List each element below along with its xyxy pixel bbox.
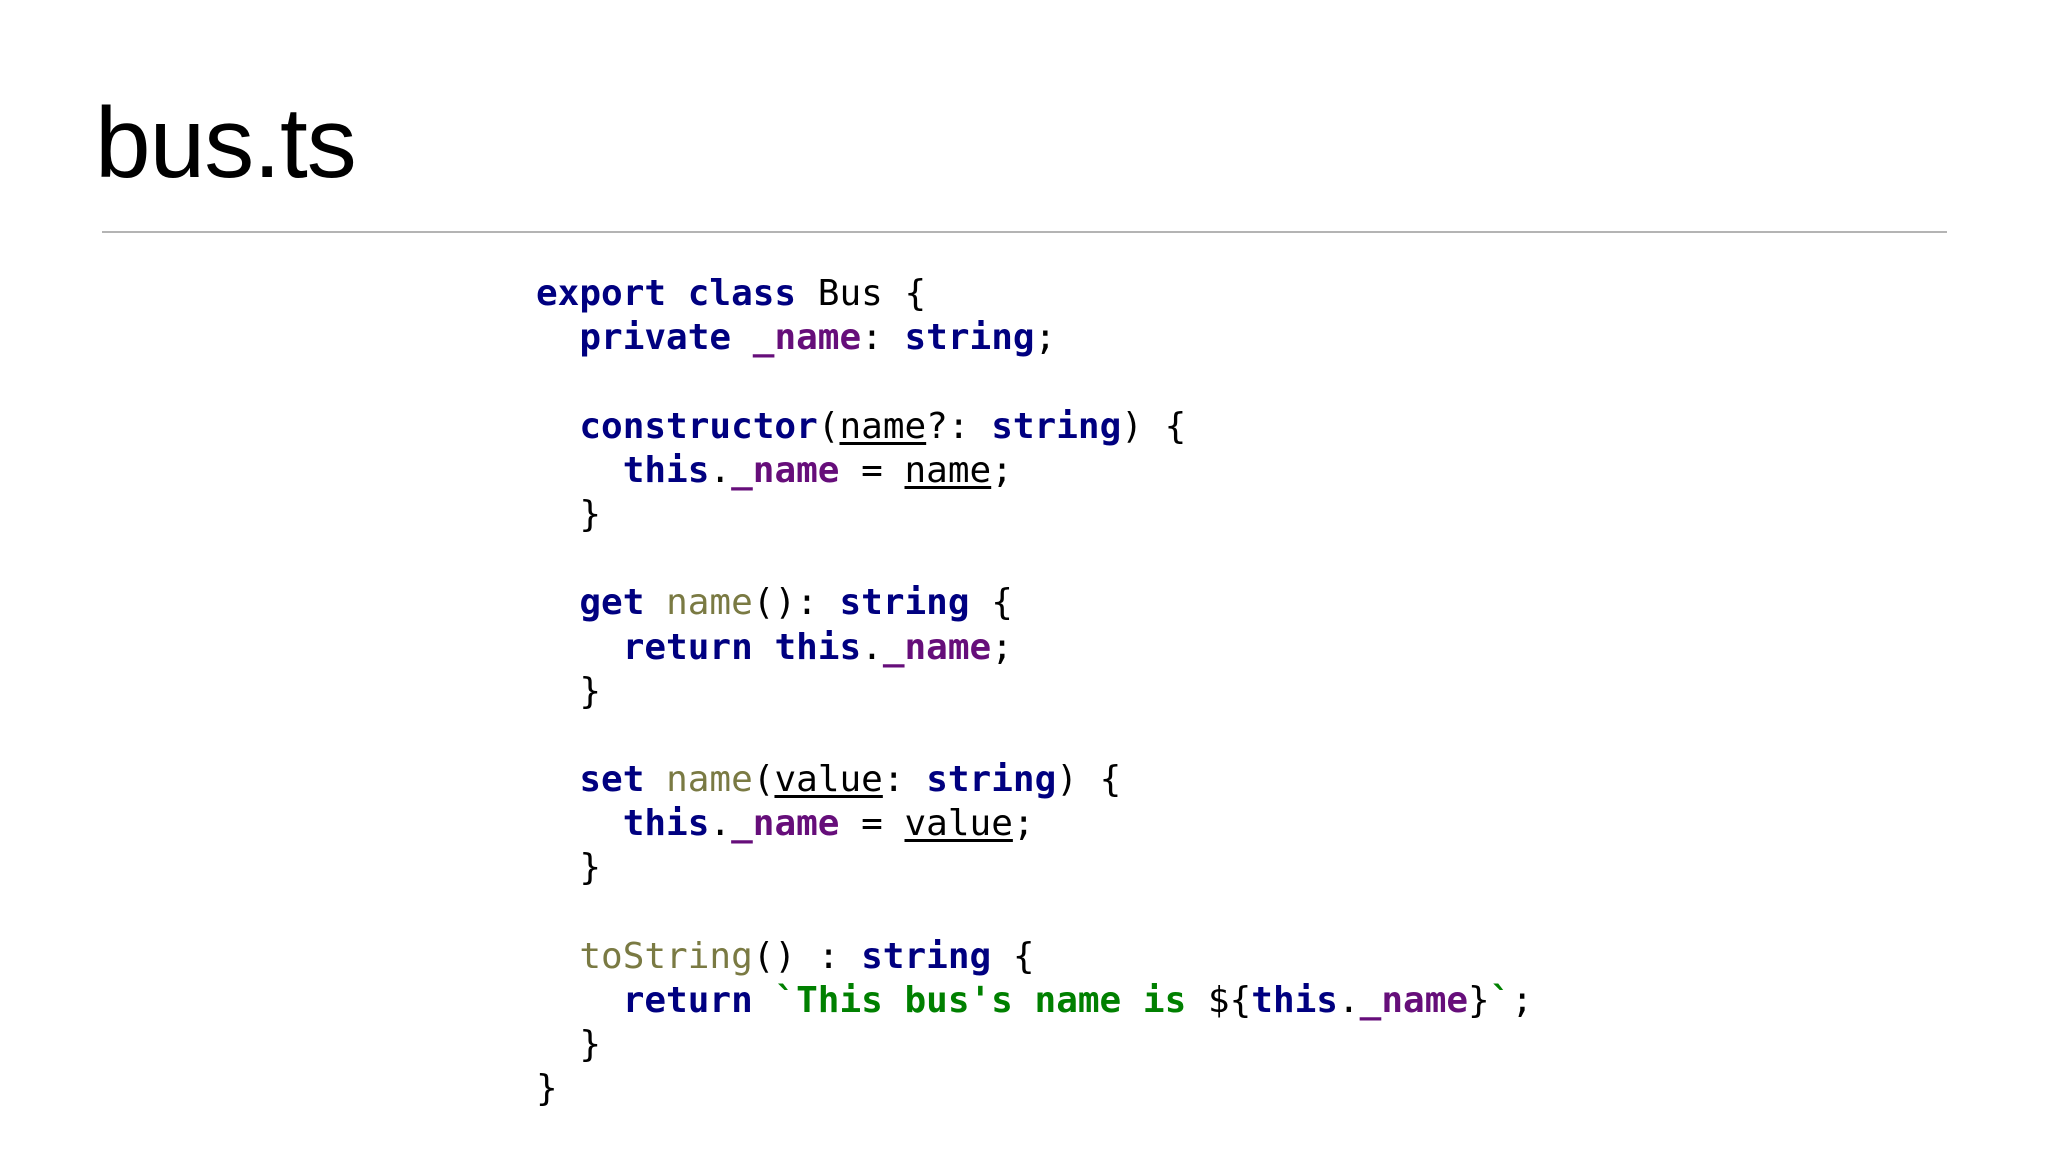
code-line: export class Bus {	[536, 272, 1533, 316]
code-line: ​	[536, 360, 1533, 404]
code-token-keyword: constructor	[579, 405, 818, 447]
code-token-field: _name	[731, 803, 840, 845]
code-token-punct: () :	[752, 935, 862, 977]
code-token-plain	[536, 627, 623, 668]
code-token-plain: =	[839, 803, 905, 845]
code-token-plain: ${	[1207, 980, 1252, 1021]
code-token-punct: ;	[1034, 317, 1057, 359]
code-line: this._name = value;	[536, 802, 1533, 846]
code-token-plain: ) {	[1056, 759, 1122, 801]
code-token-plain	[536, 582, 579, 623]
code-token-punct: ():	[752, 582, 840, 624]
code-token-punct: .	[709, 449, 732, 491]
code-token-keyword: string	[839, 582, 970, 624]
code-line: private _name: string;	[536, 316, 1533, 360]
code-token-plain	[536, 980, 623, 1021]
code-block: export class Bus { private _name: string…	[536, 272, 1533, 1112]
code-line: }	[536, 493, 1533, 537]
code-token-param: value	[774, 759, 883, 801]
code-line: set name(value: string) {	[536, 758, 1533, 802]
code-token-punct: .	[861, 626, 883, 668]
code-token-param: name	[904, 449, 992, 491]
code-line: ​	[536, 537, 1533, 581]
code-token-string: `	[1489, 980, 1512, 1021]
code-token-keyword: return	[622, 980, 753, 1021]
code-token-punct: ?:	[926, 405, 992, 447]
code-token-plain	[753, 627, 775, 668]
code-token-plain	[536, 317, 579, 358]
code-token-keyword: return	[622, 626, 753, 668]
code-token-punct: ) {	[1121, 405, 1187, 447]
code-token-keyword: export	[536, 273, 667, 314]
code-token-string: `This bus's name is	[774, 980, 1208, 1021]
code-token-keyword: set	[579, 759, 645, 801]
code-token-plain	[536, 406, 579, 447]
code-token-plain: }	[536, 1024, 602, 1066]
code-line: return this._name;	[536, 626, 1533, 670]
code-token-plain: =	[839, 449, 905, 491]
code-token-punct: :	[861, 317, 905, 359]
code-token-plain: }	[536, 1068, 558, 1110]
code-token-field: _name	[882, 626, 992, 668]
code-token-plain	[644, 582, 666, 623]
code-token-plain: {	[991, 935, 1035, 977]
code-token-plain	[536, 759, 579, 800]
code-token-plain	[536, 803, 623, 844]
code-token-punct: ;	[991, 626, 1013, 668]
title-divider	[102, 231, 1947, 233]
code-line: this._name = name;	[536, 449, 1533, 493]
code-line: toString() : string {	[536, 935, 1533, 979]
code-token-plain	[731, 317, 753, 358]
code-token-plain	[666, 273, 688, 314]
code-token-keyword: this	[1251, 980, 1338, 1021]
code-token-plain: Bus {	[796, 273, 927, 314]
code-token-plain: }	[536, 493, 602, 535]
code-token-keyword: class	[687, 273, 797, 314]
code-line: }	[536, 846, 1533, 890]
code-token-punct: (	[752, 759, 775, 801]
code-line: get name(): string {	[536, 581, 1533, 625]
code-token-punct: .	[709, 803, 732, 845]
code-token-method: name	[666, 582, 753, 624]
code-token-keyword: this	[622, 449, 710, 491]
code-token-plain: }	[536, 847, 602, 889]
code-token-param: name	[839, 405, 927, 447]
code-token-punct: :	[882, 759, 927, 801]
code-token-punct: ;	[1511, 980, 1534, 1021]
code-token-keyword: private	[579, 317, 732, 359]
code-token-plain	[753, 980, 775, 1021]
code-token-field: _name	[731, 449, 840, 491]
code-token-plain	[536, 936, 579, 977]
code-token-method: name	[666, 759, 753, 801]
code-token-keyword: string	[926, 759, 1057, 801]
code-token-keyword: get	[579, 582, 645, 624]
code-line: ​	[536, 891, 1533, 935]
code-token-plain	[536, 450, 623, 491]
code-token-plain: }	[1468, 980, 1490, 1021]
code-line: }	[536, 670, 1533, 714]
code-token-plain	[644, 759, 666, 800]
code-token-field: _name	[1359, 980, 1469, 1021]
code-token-keyword: string	[861, 935, 992, 977]
code-token-plain: {	[969, 582, 1013, 624]
code-token-punct: ;	[1012, 803, 1035, 845]
code-token-method: toString	[579, 935, 753, 977]
code-token-keyword: this	[774, 626, 862, 668]
code-token-keyword: string	[904, 317, 1035, 359]
code-token-param: value	[904, 803, 1013, 845]
code-token-punct: (	[817, 405, 840, 447]
code-token-keyword: string	[991, 405, 1122, 447]
code-token-punct: .	[1337, 980, 1360, 1021]
code-token-keyword: this	[622, 803, 710, 845]
code-line: ​	[536, 714, 1533, 758]
code-line: }	[536, 1067, 1533, 1111]
code-token-punct: ;	[991, 449, 1013, 491]
code-line: }	[536, 1023, 1533, 1067]
code-line: constructor(name?: string) {	[536, 405, 1533, 449]
code-line: return `This bus's name is ${this._name}…	[536, 979, 1533, 1023]
slide-title: bus.ts	[95, 87, 357, 199]
code-token-field: _name	[752, 317, 862, 359]
code-token-plain: }	[536, 670, 602, 712]
